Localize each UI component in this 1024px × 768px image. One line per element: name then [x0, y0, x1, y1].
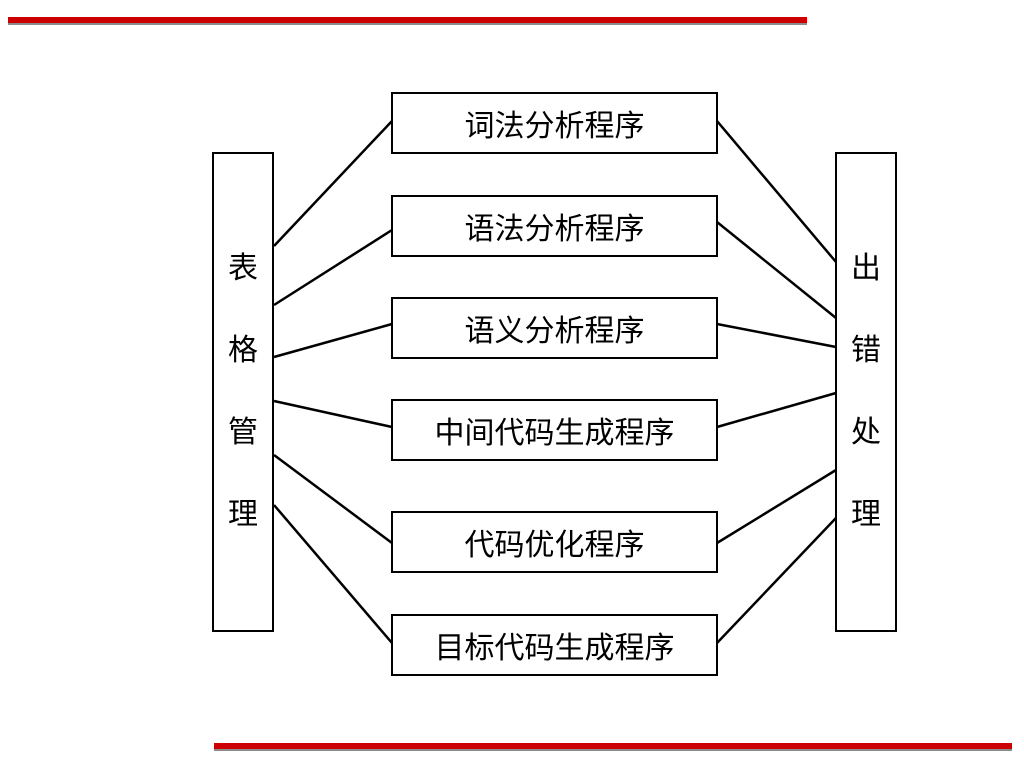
- table-management-box: 表 格 管 理: [212, 152, 274, 632]
- error-handling-char: 理: [851, 497, 881, 532]
- lexical-analysis-box: 词法分析程序: [391, 92, 718, 154]
- connector-left-5: [273, 504, 393, 644]
- error-handling-char: 出: [851, 251, 881, 286]
- bottom-red-rule: [214, 743, 1012, 749]
- top-red-rule: [8, 17, 807, 23]
- code-optimization-box: 代码优化程序: [391, 511, 718, 573]
- connector-right-5: [716, 517, 837, 644]
- error-handling-box: 出 错 处 理: [835, 152, 897, 632]
- connector-left-0: [273, 120, 393, 247]
- connector-left-4: [273, 453, 393, 545]
- table-management-char: 管: [228, 415, 258, 450]
- connector-right-0: [716, 120, 837, 263]
- table-management-char: 理: [228, 497, 258, 532]
- table-management-char: 表: [228, 251, 258, 286]
- connector-right-3: [716, 391, 837, 429]
- target-code-box: 目标代码生成程序: [391, 614, 718, 676]
- connector-right-4: [716, 468, 837, 545]
- table-management-char: 格: [228, 333, 258, 368]
- semantic-analysis-box: 语义分析程序: [391, 297, 718, 359]
- syntax-analysis-box: 语法分析程序: [391, 195, 718, 257]
- error-handling-char: 错: [851, 333, 881, 368]
- connector-left-3: [273, 399, 393, 429]
- connector-left-1: [273, 228, 393, 307]
- connector-right-2: [716, 322, 837, 349]
- intermediate-code-box: 中间代码生成程序: [391, 399, 718, 461]
- connector-right-1: [716, 221, 837, 319]
- error-handling-char: 处: [851, 415, 881, 450]
- connector-left-2: [273, 322, 393, 359]
